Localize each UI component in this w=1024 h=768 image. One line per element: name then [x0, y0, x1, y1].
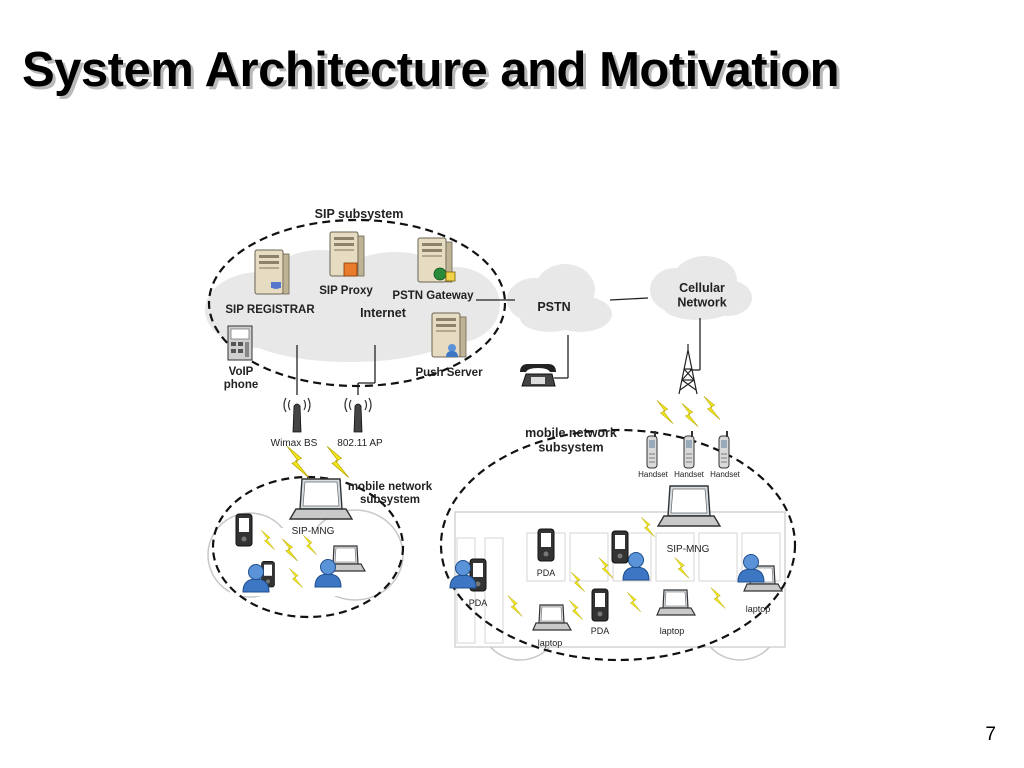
sip-proxy-label: SIP Proxy: [319, 285, 373, 297]
server-icon: [417, 237, 456, 283]
laptop-icon: [657, 485, 721, 527]
handset-label: Handset: [710, 470, 741, 479]
internet-label: Internet: [360, 306, 407, 320]
lightning-icon: [326, 446, 350, 478]
server-icon: [431, 312, 467, 358]
left-sip-mng-label: SIP-MNG: [292, 526, 335, 537]
sip-registrar-label: SIP REGISTRAR: [225, 304, 315, 316]
right-sip-mng-label: SIP-MNG: [667, 544, 710, 555]
wifi-ap-label: 802.11 AP: [337, 438, 383, 449]
antenna-icon: [344, 397, 372, 433]
antenna-icon: [283, 397, 311, 433]
server-icon: [254, 249, 290, 295]
laptop-label: laptop: [660, 626, 685, 636]
lightning-icon: [656, 400, 674, 424]
handset-icon: [646, 430, 658, 469]
voip-phone-icon: [227, 325, 253, 361]
pda-icon: [591, 588, 609, 622]
push-server-label: Push Server: [415, 367, 483, 379]
phone-icon: [520, 364, 556, 387]
pda-label: PDA: [537, 568, 556, 578]
pda-label: PDA: [591, 626, 610, 636]
pda-icon: [537, 528, 555, 562]
right-subsystem-boundary: [439, 428, 797, 662]
pda-icon: [611, 530, 629, 564]
lightning-icon: [681, 403, 699, 427]
handset-icon: [718, 430, 730, 469]
sip-subsystem-title: SIP subsystem: [315, 207, 404, 221]
pda-icon: [235, 513, 253, 547]
sip-subsystem-boundary: [207, 218, 507, 388]
handset-label: Handset: [638, 470, 669, 479]
network-links: [296, 297, 701, 395]
laptop-label: laptop: [538, 638, 563, 648]
cellular-cloud: [650, 256, 752, 320]
tower-icon: [678, 344, 698, 395]
laptop-icon: [289, 478, 353, 520]
slide-title: System Architecture and Motivation: [22, 43, 840, 97]
handset-label: Handset: [674, 470, 705, 479]
lightning-icon: [703, 396, 721, 420]
handset-icon: [683, 430, 695, 469]
pstn-label: PSTN: [537, 300, 570, 314]
page-number: 7: [985, 724, 996, 745]
server-icon: [329, 231, 365, 277]
pda-label: PDA: [469, 598, 488, 608]
pstn-gateway-label: PSTN Gateway: [392, 290, 474, 302]
wimax-bs-label: Wimax BS: [271, 438, 318, 449]
laptop-label: laptop: [746, 604, 771, 614]
pstn-cloud: [507, 264, 612, 332]
lightning-icon: [286, 446, 310, 478]
